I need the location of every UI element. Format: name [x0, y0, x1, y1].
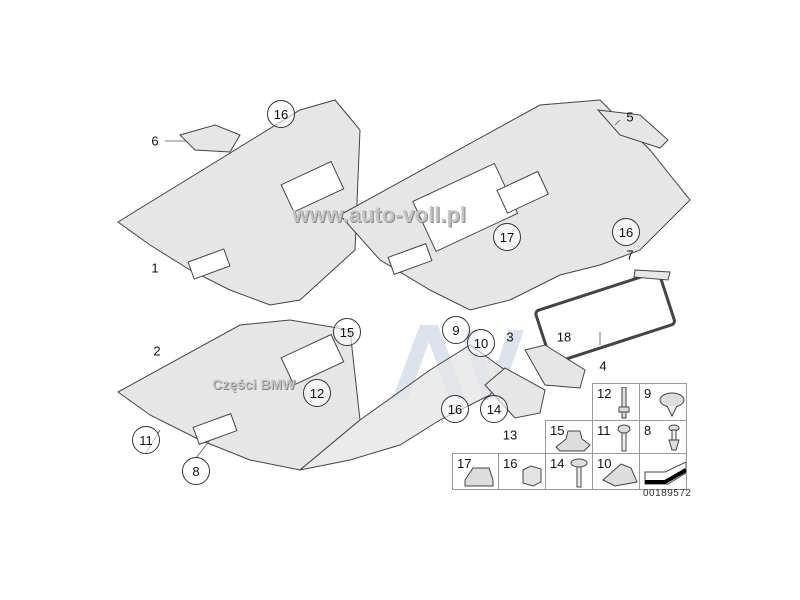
- callout-circled-12: 12: [303, 379, 331, 407]
- diagram-number: 00189572: [643, 488, 692, 499]
- parts-cell-12: 12: [592, 383, 640, 421]
- cell-label: 14: [550, 456, 565, 471]
- callout-circled-15: 15: [333, 318, 361, 346]
- part-4-seal: [534, 270, 676, 365]
- cell-label: 15: [550, 423, 565, 438]
- callout-circled-8: 8: [182, 457, 210, 485]
- callout-circled-16: 16: [612, 218, 640, 246]
- arrow-icon: [644, 461, 687, 485]
- screw-icon: [570, 458, 588, 488]
- part-6-cover: [179, 124, 241, 153]
- callout-circled-16: 16: [267, 100, 295, 128]
- callout-13: 13: [502, 427, 518, 443]
- callout-circled-9: 9: [442, 316, 470, 344]
- callout-circled-10: 10: [467, 329, 495, 357]
- callout-3: 3: [506, 329, 514, 345]
- callout-4: 4: [599, 358, 607, 374]
- parts-cell-15: 15: [545, 420, 593, 454]
- callout-18: 18: [556, 329, 572, 345]
- parts-cell-16: 16: [498, 453, 546, 490]
- callout-7: 7: [626, 247, 634, 263]
- clip-bracket-icon: [555, 430, 591, 452]
- cell-label: 16: [503, 456, 518, 471]
- parts-cell-11: 11: [592, 420, 640, 454]
- part-18-cover: [524, 344, 586, 389]
- part-7-bracket: [633, 269, 671, 281]
- cell-label: 11: [597, 423, 611, 438]
- cell-label: 12: [597, 386, 612, 401]
- screw-icon: [617, 424, 631, 452]
- part-5-trim: [596, 109, 669, 149]
- cell-label: 10: [597, 456, 612, 471]
- expanding-clip-icon: [659, 392, 685, 418]
- callout-circled-14: 14: [480, 395, 508, 423]
- parts-cell-8: 8: [639, 420, 687, 454]
- clip-icon: [464, 467, 494, 487]
- push-rivet-icon: [618, 387, 630, 419]
- cell-label: 17: [457, 456, 472, 471]
- expanding-rivet-icon: [668, 424, 680, 451]
- callout-2: 2: [153, 343, 161, 359]
- cell-label: 8: [644, 423, 652, 438]
- parts-cell-9: 9: [639, 383, 687, 421]
- callout-circled-16: 16: [441, 395, 469, 423]
- part-3-console: [484, 367, 546, 419]
- callout-5: 5: [626, 109, 634, 125]
- headliner-1: [117, 99, 361, 306]
- callout-circled-11: 11: [132, 426, 160, 454]
- callout-circled-17: 17: [493, 223, 521, 251]
- parts-cell-17: 17: [452, 453, 499, 490]
- foam-block-icon: [522, 465, 542, 487]
- watermark-site: www.auto-voll.pl: [292, 202, 466, 227]
- parts-cell-10: 10: [592, 453, 640, 490]
- callout-6: 6: [151, 133, 159, 149]
- callout-1: 1: [151, 260, 159, 276]
- parts-cell-14: 14: [545, 453, 593, 490]
- parts-cell-arrow: [639, 453, 687, 490]
- watermark-brand: Części BMW: [212, 376, 296, 392]
- clip-nut-icon: [602, 463, 638, 487]
- cell-label: 9: [644, 386, 652, 401]
